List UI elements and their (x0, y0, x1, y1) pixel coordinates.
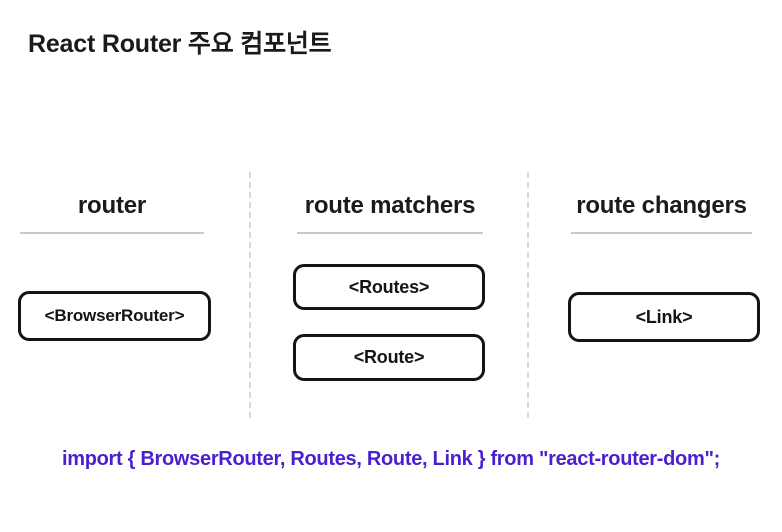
component-box-link: <Link> (568, 292, 760, 342)
heading-underline-router (20, 232, 204, 234)
component-box-browserrouter: <BrowserRouter> (18, 291, 211, 341)
component-box-routes: <Routes> (293, 264, 485, 310)
column-divider-1 (249, 172, 251, 418)
component-box-route: <Route> (293, 334, 485, 381)
heading-underline-route-changers (571, 232, 752, 234)
column-heading-route-matchers: route matchers (304, 192, 476, 219)
column-divider-2 (527, 172, 529, 418)
heading-underline-route-matchers (297, 232, 483, 234)
page-title: React Router 주요 컴포넌트 (28, 30, 332, 58)
column-heading-route-changers: route changers (576, 192, 747, 219)
import-statement: import { BrowserRouter, Routes, Route, L… (61, 448, 721, 470)
column-heading-router: router (77, 192, 147, 219)
